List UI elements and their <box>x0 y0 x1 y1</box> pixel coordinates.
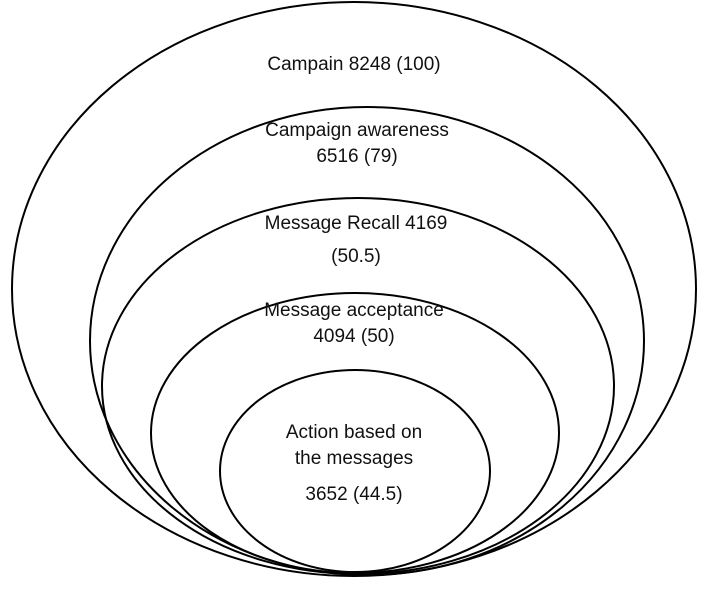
ellipse-action <box>219 369 491 573</box>
label-action-line-1: Action based on <box>285 422 423 443</box>
label-action: Action based on the messages 3652 (44.5) <box>286 420 422 508</box>
label-message-acceptance-line-1: Message acceptance <box>264 300 444 321</box>
label-campaign-awareness-line-2: 6516 (79) <box>316 146 398 167</box>
label-campaign-awareness: Campaign awareness 6516 (79) <box>265 118 449 170</box>
label-message-acceptance: Message acceptance 4094 (50) <box>264 298 444 350</box>
label-message-recall-line-1: Message Recall 4169 <box>264 213 448 234</box>
label-action-line-3: 3652 (44.5) <box>305 484 403 505</box>
ellipse-campaign <box>11 1 697 577</box>
label-action-line-2: the messages <box>294 448 414 469</box>
label-campaign-line-1: Campain 8248 (100) <box>267 54 441 75</box>
label-message-recall: Message Recall 4169 (50.5) <box>265 207 448 273</box>
label-message-recall-line-2: (50.5) <box>331 246 381 267</box>
ellipse-message-recall <box>101 197 615 575</box>
ellipse-campaign-awareness <box>89 106 645 576</box>
label-message-acceptance-line-2: 4094 (50) <box>313 326 395 347</box>
label-campaign: Campain 8248 (100) <box>267 52 440 78</box>
label-campaign-awareness-line-1: Campaign awareness <box>265 120 449 141</box>
